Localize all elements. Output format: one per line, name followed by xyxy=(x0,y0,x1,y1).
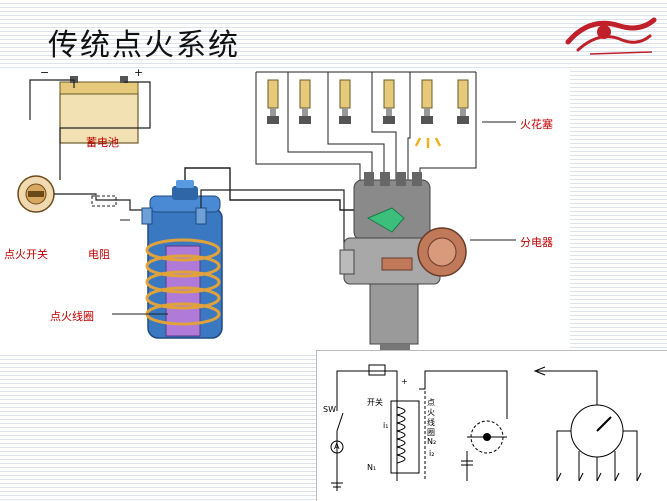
n1-label: N₁ xyxy=(367,463,377,472)
ignition-coil-label: 点火线圈 xyxy=(50,310,94,323)
switch-label: 开关 xyxy=(367,398,383,407)
plus-label: + xyxy=(401,377,408,386)
ignition-switch-label: 点火开关 xyxy=(4,248,48,261)
coil-label-3: 线 xyxy=(427,418,435,427)
coil-label-1: 点 xyxy=(427,398,435,407)
spark-plugs-drawing xyxy=(267,79,469,148)
page-title: 传统点火系统 xyxy=(48,28,240,63)
n2-label: N₂ xyxy=(427,437,437,446)
resistor-label: 电阻 xyxy=(88,248,110,261)
ignition-system-illustration: − + 蓄电池 点火开关 电阻 点火线圈 火花塞 分电器 xyxy=(0,66,570,355)
battery-drawing xyxy=(59,76,139,144)
ammeter-label: A xyxy=(334,442,340,451)
ignition-switch-drawing xyxy=(17,175,55,213)
schematic-drawing xyxy=(330,364,642,491)
sw-label: SW xyxy=(323,405,336,414)
ignition-coil-drawing xyxy=(141,180,223,339)
i2-label: i₂ xyxy=(429,449,435,458)
ignition-wiring-drawing xyxy=(17,71,516,354)
spark-plug-label: 火花塞 xyxy=(520,118,553,131)
i1-label: i₁ xyxy=(383,421,389,430)
distributor-drawing xyxy=(339,172,467,354)
distributor-label: 分电器 xyxy=(520,236,553,249)
logo-icon xyxy=(565,17,657,55)
coil-label-2: 火 xyxy=(427,408,435,417)
battery-minus-label: − xyxy=(40,66,50,79)
battery-plus-label: + xyxy=(134,66,144,79)
coil-label-4: 圈 xyxy=(427,428,435,437)
ignition-circuit-schematic: SW A 开关 点 火 线 圈 N₁ N₂ i₁ i₂ + xyxy=(316,350,667,501)
battery-label: 蓄电池 xyxy=(86,136,119,149)
